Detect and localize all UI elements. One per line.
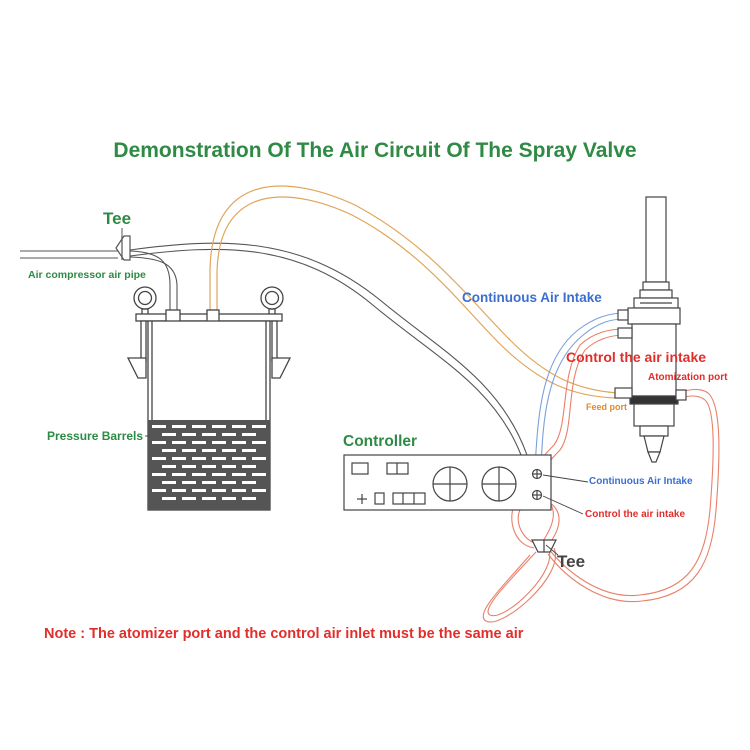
- feed-port-label: Feed port: [586, 402, 628, 412]
- control-air-intake-controller-label: Control the air intake: [585, 509, 686, 520]
- label-pointers: [121, 228, 589, 556]
- air-compressor-pipe: [20, 250, 118, 259]
- continuous-air-intake-valve-label: Continuous Air Intake: [462, 290, 602, 305]
- note-text: Note : The atomizer port and the control…: [44, 626, 524, 642]
- tee-fitting-top: [115, 235, 131, 261]
- tee-top-label: Tee: [103, 209, 132, 228]
- diagram-title: Demonstration Of The Air Circuit Of The …: [113, 139, 637, 162]
- controller-air-pipe: [129, 242, 528, 456]
- controller-label: Controller: [343, 433, 418, 450]
- tee-bottom-label: Tee: [557, 552, 586, 571]
- spray-valve: [614, 196, 687, 463]
- control-air-pipe: [482, 328, 720, 623]
- barrel-air-pipe: [129, 250, 178, 312]
- barrel-liquid: [148, 420, 270, 510]
- feed-pipe: [209, 185, 619, 470]
- controller-box: [343, 454, 552, 511]
- continuous-air-pipe: [534, 312, 626, 468]
- air-compressor-pipe-label: Air compressor air pipe: [28, 269, 146, 281]
- control-air-intake-valve-label: Control the air intake: [566, 349, 707, 365]
- tee-fitting-bottom: [531, 539, 557, 553]
- pressure-barrels-label: Pressure Barrels: [47, 429, 144, 443]
- atomization-port-label: Atomization port: [648, 372, 728, 383]
- continuous-air-intake-controller-label: Continuous Air Intake: [589, 476, 693, 487]
